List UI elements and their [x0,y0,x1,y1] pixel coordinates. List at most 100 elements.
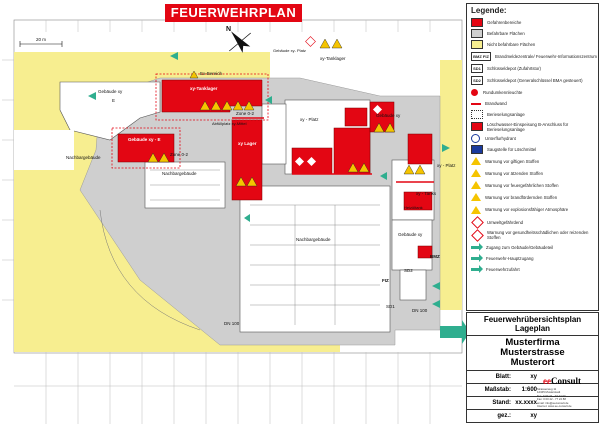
legend-item: Befahrbare Flächen [467,28,598,39]
row-key: gez.: [497,413,511,419]
legend-label: Saugstelle für Löschmittel [487,147,537,152]
water-inlet-icon [471,122,483,131]
legend-item: Unterflurhydrant [467,133,598,144]
grey-swatch-icon [471,29,483,38]
legend-label: Befahrbare Flächen [487,31,525,36]
legend-item: Zugang zum Gebäude/Gebäudeteil [467,242,598,253]
main-access-arrow-icon [471,254,483,262]
row-value: xy [530,413,537,419]
plan-title: FEUERWEHRPLAN [165,4,302,22]
label-gebaeude-xy-mid: Gebäude xy [376,113,401,118]
legend-label: Brandwand [485,101,507,106]
legend-label: Warnung vor brandfördernden Stoffen [485,194,558,200]
legend-label: Feuerwehr-Hauptzugang [486,256,534,261]
legend-label: Feuerwehrzufahrt [486,267,520,272]
flammable-warning-icon [471,181,481,189]
label-dn100-b: DN 100 [412,308,428,313]
street-name: Musterstrasse [500,347,565,358]
hazard-symbols [147,38,426,187]
yellow-swatch-icon [471,40,483,49]
row-key: Maßstab: [484,387,511,393]
row-key: Blatt: [495,374,511,380]
legend-item: Berieselungsanlage [467,109,598,120]
label-nachbargebaeude-3: Nachbargebäude [296,237,331,242]
grid-lines [2,20,462,424]
title-block-row: Blatt:xy [467,370,598,383]
building-access-arrow-icon [471,243,483,251]
corrosive-warning-icon [471,169,481,177]
label-dn100-a: DN 100 [224,321,240,326]
address-line: Internet: www.ee-consult.de [537,404,572,409]
legend-item: Gefahrenbereiche [467,17,598,28]
legend-item: Brandwand [467,98,598,109]
company-name: Musterfirma [505,337,560,348]
label-gebaeude-xy-platz: Gebäude xy- Platz [273,48,306,53]
legend-label: Berieselungsanlage [487,112,525,117]
title-block-row: gez.: xy [467,409,598,422]
sprinkler-icon [471,110,483,119]
legend-label: Warnung vor giftigen Stoffen [485,158,540,164]
legend-label: Warnung vor gesundheitsschädlichen oder … [487,230,589,240]
suction-point-icon [471,145,483,154]
label-xy-platz: xy - Platz [300,117,319,122]
explosive-atmosphere-icon [471,205,481,214]
label-sd2: SD2 [404,268,413,273]
label-sd1: SD1 [386,304,395,309]
row-value: 1:600 [521,387,537,393]
legend-panel: Legende: Gefahrenbereiche Befahrbare Flä… [466,3,599,311]
address-line: Strasserweg 11 [537,387,557,391]
scale-bar-label: 20 m [36,37,47,42]
legend-item: Warnung vor gesundheitsschädlichen oder … [467,228,598,242]
legend-label: Warnung vor ätzenden Stoffen [485,170,544,176]
label-zone02b: Zone 0-2 [170,152,189,157]
legend-label: Schlüsseldepot (Generalschlüssel BMA ges… [487,78,583,83]
legend-label: Gefahrenbereiche [487,20,522,25]
legend-item: Warnung vor ätzenden Stoffen [467,167,598,179]
legend-item: Warnung vor feuergefährlichen Stoffen [467,179,598,191]
legend-item: Löschwasser-Einspeisung B-Anschluss für … [467,120,598,133]
oxidizing-warning-icon [471,193,481,201]
label-abfuellplatz: Abfüllplatz xy-Mittel [212,121,247,126]
title-block-subheading: Lageplan [514,324,551,333]
legend-item: Nicht befahrbare Flächen [467,39,598,50]
north-arrow-icon [229,31,251,53]
company-address: Strasserweg 11 12345 Musterstadt Tel.: 0… [537,387,593,409]
legend-label: Nicht befahrbare Flächen [487,42,536,47]
title-block: Feuerwehrübersichtsplan Lageplan Musterf… [466,312,599,423]
legend-label: Umweltgefährdend [487,219,524,225]
legend-item: Saugstelle für Löschmittel [467,144,598,155]
hydrant-icon [471,134,480,143]
legend-item: Feuerwehr-Hauptzugang [467,253,598,264]
beacon-icon [471,89,478,96]
label-xy-tanklager: xy-Tanklager [190,86,218,91]
legend-label: Rundumkennleuchte [483,90,523,95]
legend-label: Brandmeldezentrale/ Feuerwehr-Informatio… [495,54,597,59]
label-heizoeltank: Heizöltank [404,205,423,210]
legend-item: Warnung vor brandfördernden Stoffen [467,191,598,203]
toxic-warning-icon [471,157,481,165]
title-block-address: Musterfirma Musterstrasse Musterort [467,335,598,370]
label-xy-tanks: xy - Tanks [416,191,437,196]
environment-hazard-icon [471,215,484,229]
legend-label: Warnung vor explosionsfähiger Atmosphäre [485,207,569,212]
address-line: Fax: 0 00 42 - 77 22 88 [537,397,566,402]
irritant-warning-icon [471,228,484,242]
legend-item: Feuerwehrzufahrt [467,264,598,275]
legend-label: Unterflurhydrant [485,136,516,141]
city-name: Musterort [510,357,555,368]
label-gebaeude-right: Gebäude xy [398,232,423,237]
fire-wall-icon [471,102,481,105]
legend-label: Schlüsseldepot (Zufahrtstor) [487,66,541,71]
row-key: Stand: [492,400,511,406]
legend-item: Umweltgefährdend [467,215,598,229]
legend-title: Legende: [471,6,507,15]
label-nachbargebaeude-1: Nachbargebäude [66,155,101,160]
label-ex-bereich: Ex-Bereich [200,71,223,76]
fire-access-road-arrow-icon [471,265,483,273]
legend-label: Löschwasser-Einspeisung B-Anschluss für … [487,121,569,132]
label-nachbargebaeude-2: Nachbargebäude [162,171,197,176]
